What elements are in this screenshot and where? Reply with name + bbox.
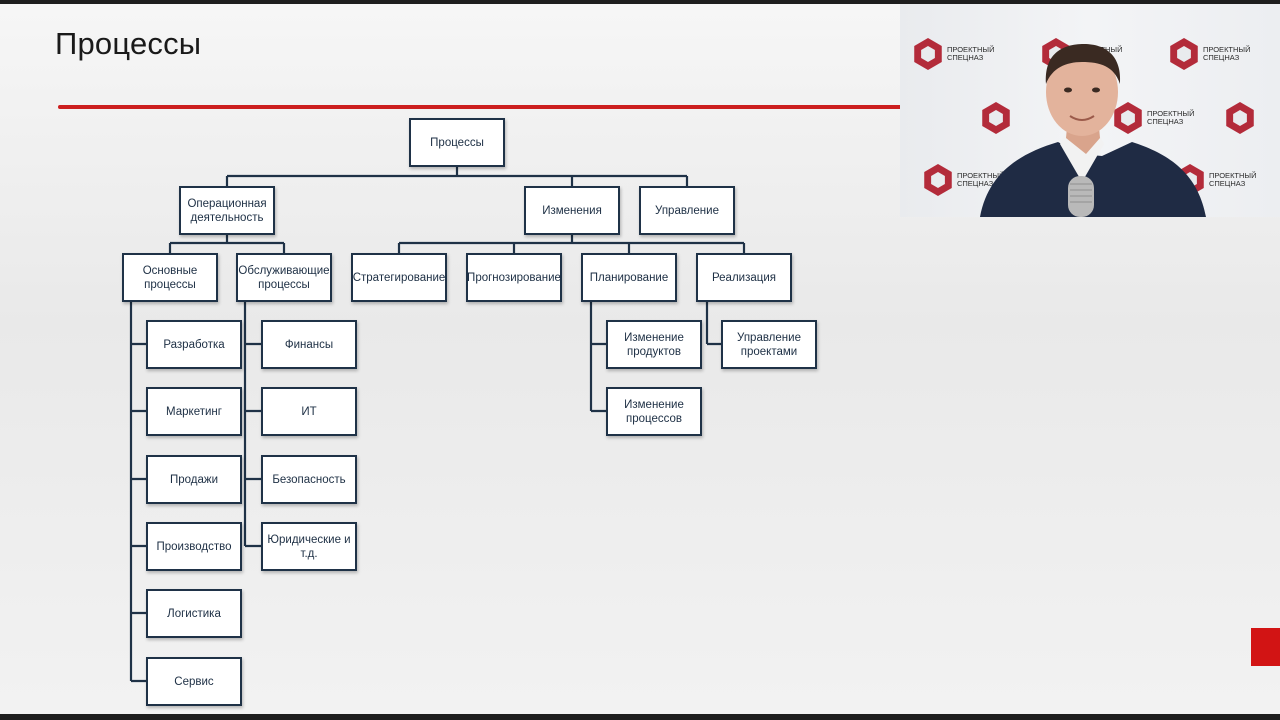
connector: [168, 234, 286, 253]
connector: [243, 301, 261, 548]
node-core-item: Сервис: [146, 657, 242, 706]
node-changes: Изменения: [524, 186, 620, 235]
node-planning-item: Изменение процессов: [606, 387, 702, 436]
node-management: Управление: [639, 186, 735, 235]
node-execution-item: Управление проектами: [721, 320, 817, 369]
connector: [129, 301, 146, 683]
backdrop-logo-text: ПРОЕКТНЫЙ СПЕЦНАЗ: [1203, 45, 1251, 62]
backdrop-logo-text: ПРОЕКТНЫЙ СПЕЦНАЗ: [957, 171, 1005, 188]
webcam-overlay: ПРОЕКТНЫЙ СПЕЦНАЗ ПРОЕКТНЫЙ СПЕЦНАЗ ПРОЕ…: [900, 4, 1280, 217]
node-support-item: Юридические и т.д.: [261, 522, 357, 571]
connector: [225, 166, 689, 186]
node-support-item: Финансы: [261, 320, 357, 369]
node-support-item: Безопасность: [261, 455, 357, 504]
backdrop-logo: ПРОЕКТНЫЙ СПЕЦНАЗ: [1112, 102, 1195, 134]
node-planning-item: Изменение продуктов: [606, 320, 702, 369]
node-core-item: Маркетинг: [146, 387, 242, 436]
node-strategy: Стратегирование: [351, 253, 447, 302]
node-support-processes: Обслуживающие процессы: [236, 253, 332, 302]
backdrop-logo: ПРОЕКТНЫЙ СПЕЦНАЗ: [1168, 38, 1251, 70]
node-execution: Реализация: [696, 253, 792, 302]
backdrop-logo-text: ПРОЕКТНЫЙ СПЕЦНАЗ: [947, 45, 995, 62]
node-core-item: Продажи: [146, 455, 242, 504]
node-core-item: Логистика: [146, 589, 242, 638]
node-forecast: Прогнозирование: [466, 253, 562, 302]
node-root: Процессы: [409, 118, 505, 167]
node-core-item: Производство: [146, 522, 242, 571]
backdrop-logo-text: ПРОЕКТНЫЙ СПЕЦНАЗ: [1209, 171, 1257, 188]
connector: [589, 301, 606, 413]
node-support-item: ИТ: [261, 387, 357, 436]
node-core-item: Разработка: [146, 320, 242, 369]
backdrop-logo: ПРОЕКТНЫЙ СПЕЦНАЗ: [912, 38, 995, 70]
presenter-video: [980, 44, 1206, 217]
node-operations: Операционная деятельность: [179, 186, 275, 235]
node-planning: Планирование: [581, 253, 677, 302]
red-corner-tab: [1251, 628, 1280, 666]
node-core-processes: Основные процессы: [122, 253, 218, 302]
slide-title: Процессы: [55, 26, 202, 61]
connector: [397, 234, 746, 253]
backdrop-logo: [1224, 102, 1256, 134]
title-underline: [58, 105, 908, 109]
connector: [705, 301, 721, 346]
backdrop-logo: [980, 102, 1012, 134]
backdrop-logo: ПРОЕКТНЫЙ СПЕЦНАЗ: [922, 164, 1005, 196]
backdrop-logo-text: ПРОЕКТНЫЙ СПЕЦНАЗ: [1147, 109, 1195, 126]
